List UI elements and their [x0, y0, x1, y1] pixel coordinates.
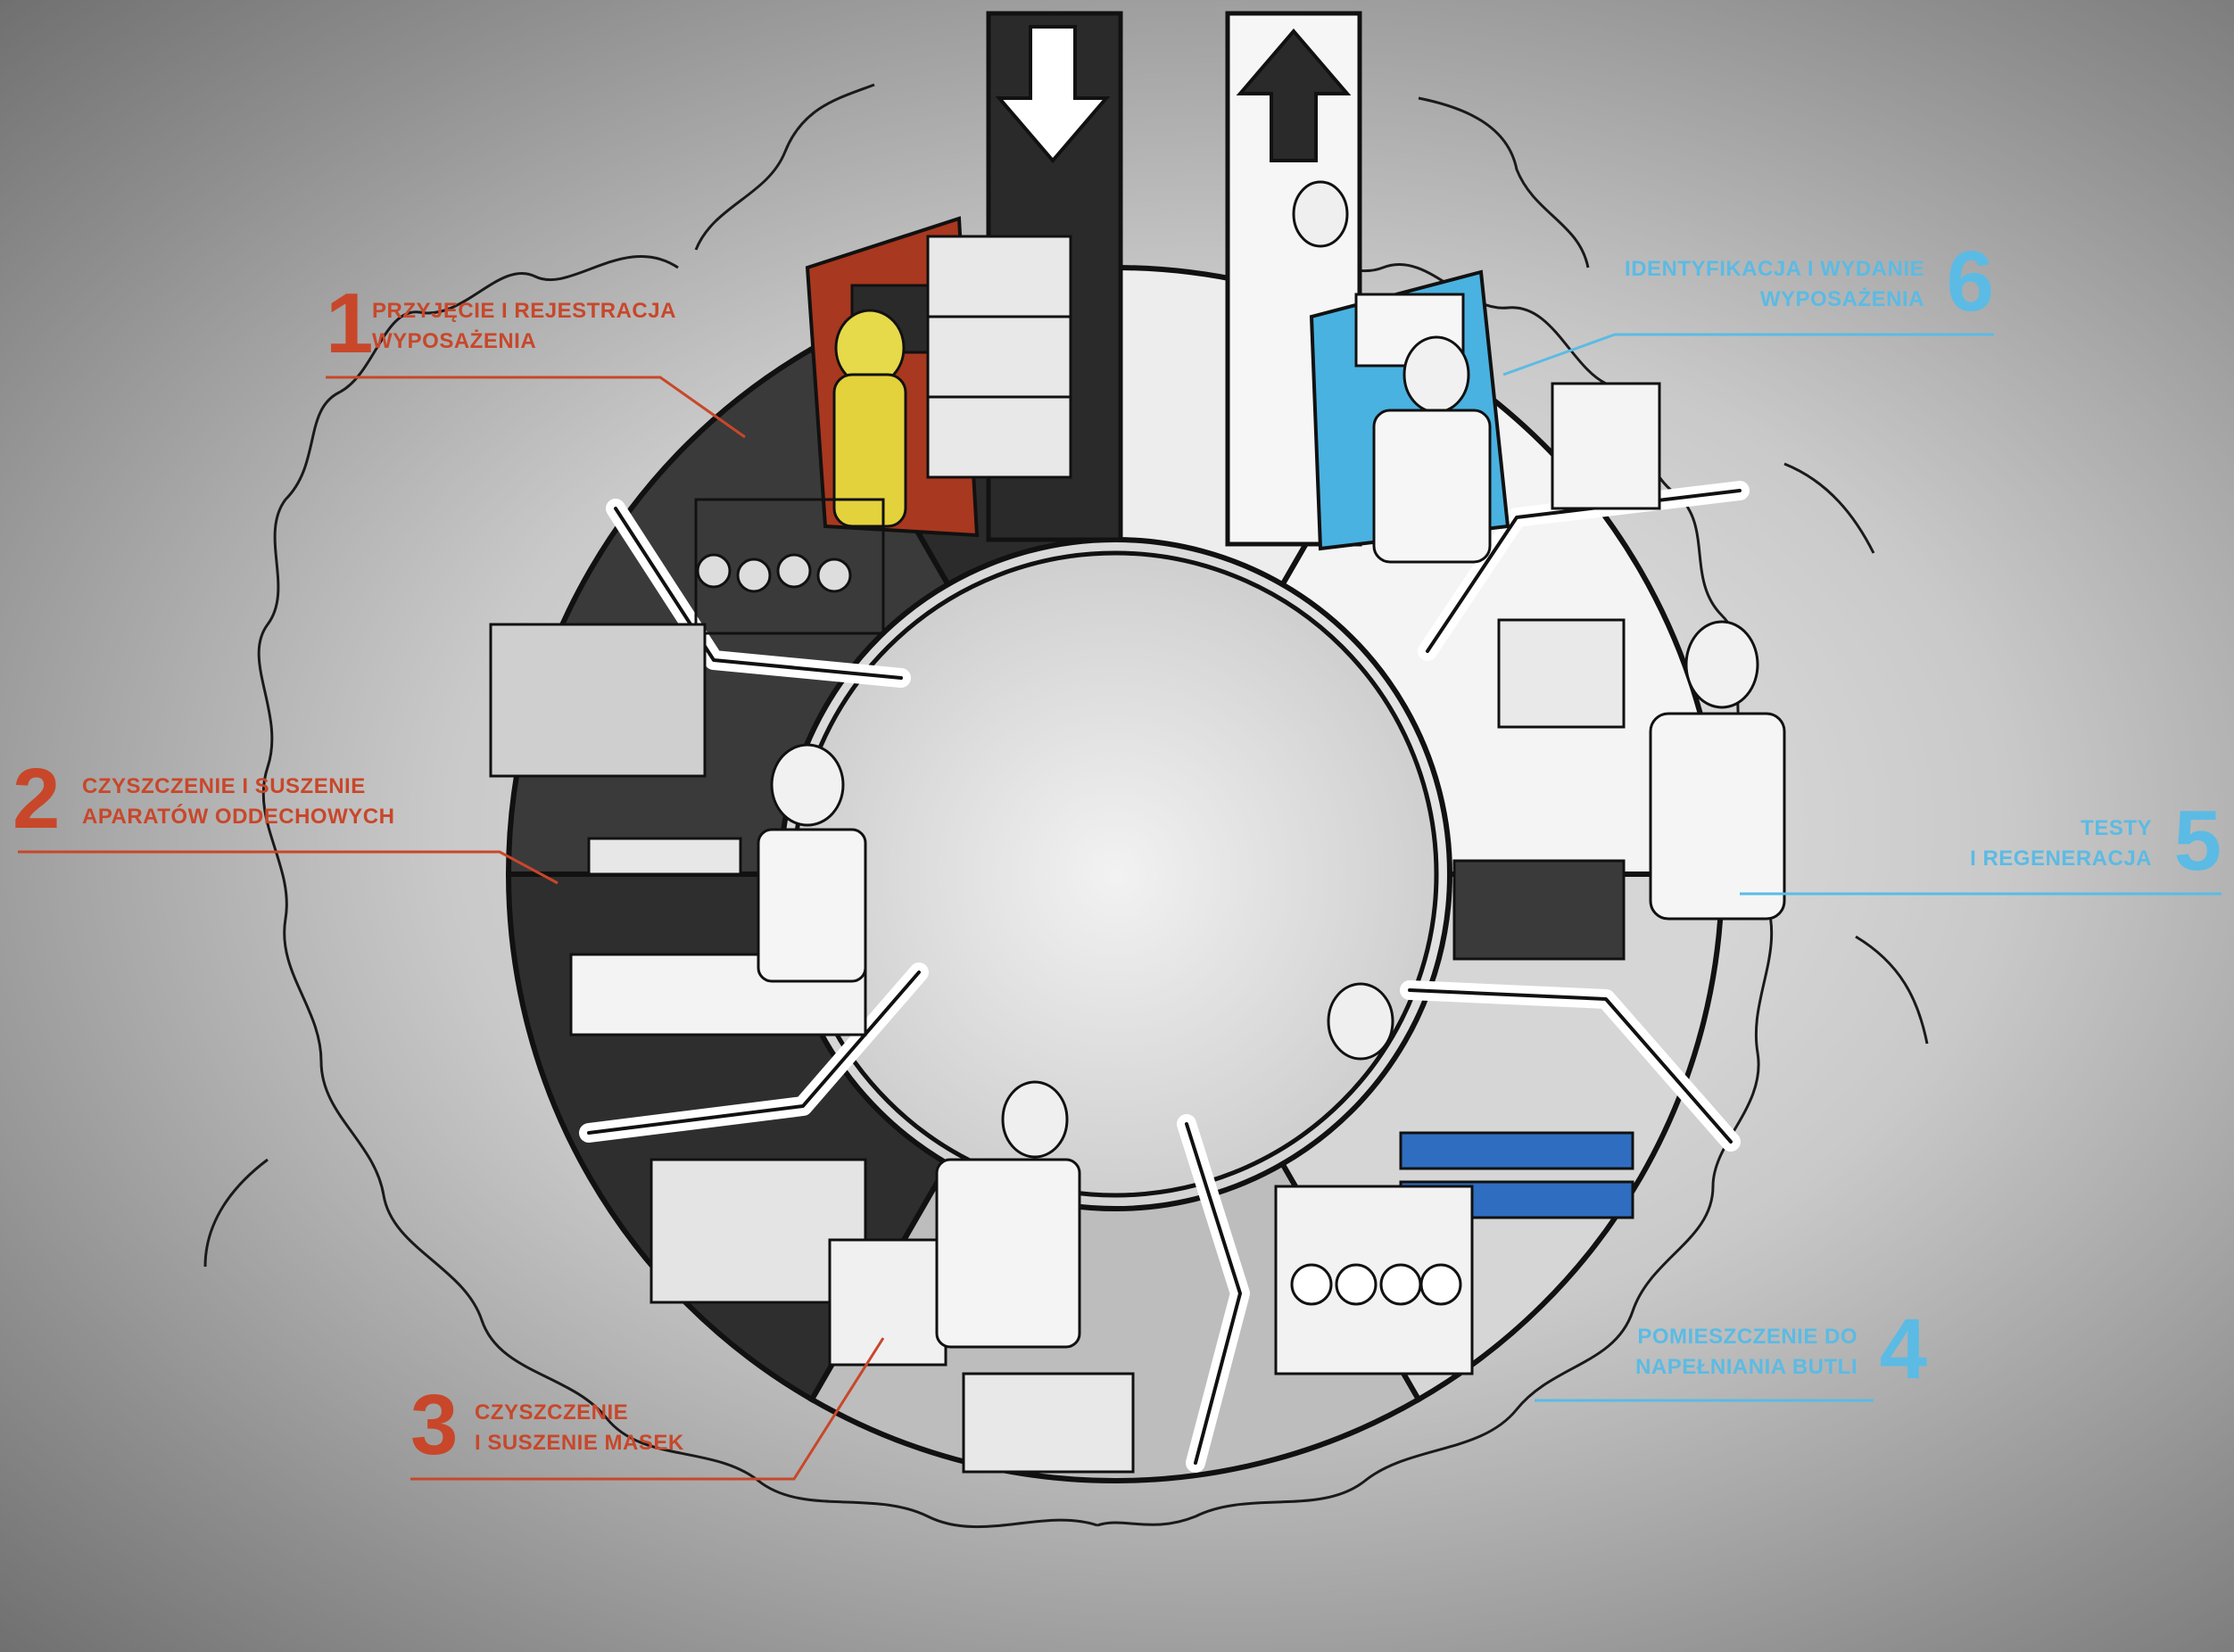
stage-6-title-line2: WYPOSAŻENIA — [1759, 287, 1924, 311]
arrow-down-icon — [995, 25, 1111, 164]
stage-2-number: 2 — [12, 751, 61, 847]
stage-4-title-line1: POMIESZCZENIE DO — [1637, 1325, 1858, 1349]
stage-4-title-line2: NAPEŁNIANIA BUTLI — [1635, 1355, 1858, 1379]
stage-2-scene — [489, 623, 867, 1037]
stage-4-number: 4 — [1879, 1301, 1927, 1397]
stage-5-number: 5 — [2173, 793, 2222, 888]
stage-1-scene — [694, 235, 1072, 635]
ring-center — [791, 550, 1439, 1198]
stage-5-title-line1: TESTY — [2081, 816, 2152, 840]
stage-3-scene — [650, 1080, 1135, 1474]
stage-2-title-line1: CZYSZCZENIE I SUSZENIE — [82, 774, 366, 798]
stage-3-title-line2: I SUSZENIE MASEK — [475, 1431, 684, 1455]
arrow-up-icon — [1236, 28, 1352, 162]
stage-4-scene — [1274, 982, 1634, 1375]
stage-2-title-line2: APARATÓW ODDECHOWYCH — [82, 805, 395, 829]
leader-lines — [18, 333, 2222, 1481]
stage-6-number: 6 — [1946, 234, 1994, 329]
stage-6-scene — [1292, 180, 1661, 564]
stage-5-title-line2: I REGENERACJA — [1970, 847, 2152, 871]
tree-outline — [203, 83, 1929, 1529]
stage-3-title-line1: CZYSZCZENIE — [475, 1400, 629, 1425]
stage-1-number: 1 — [326, 276, 374, 371]
stage-1-title-line2: WYPOSAŻENIA — [372, 329, 537, 353]
stage-3-number: 3 — [410, 1377, 459, 1473]
stage-1-title-line1: PRZYJĘCIE I REJESTRACJA — [372, 299, 676, 323]
stage-5-scene — [1452, 618, 1786, 961]
stage-6-title-line1: IDENTYFIKACJA I WYDANIE — [1625, 257, 1924, 281]
